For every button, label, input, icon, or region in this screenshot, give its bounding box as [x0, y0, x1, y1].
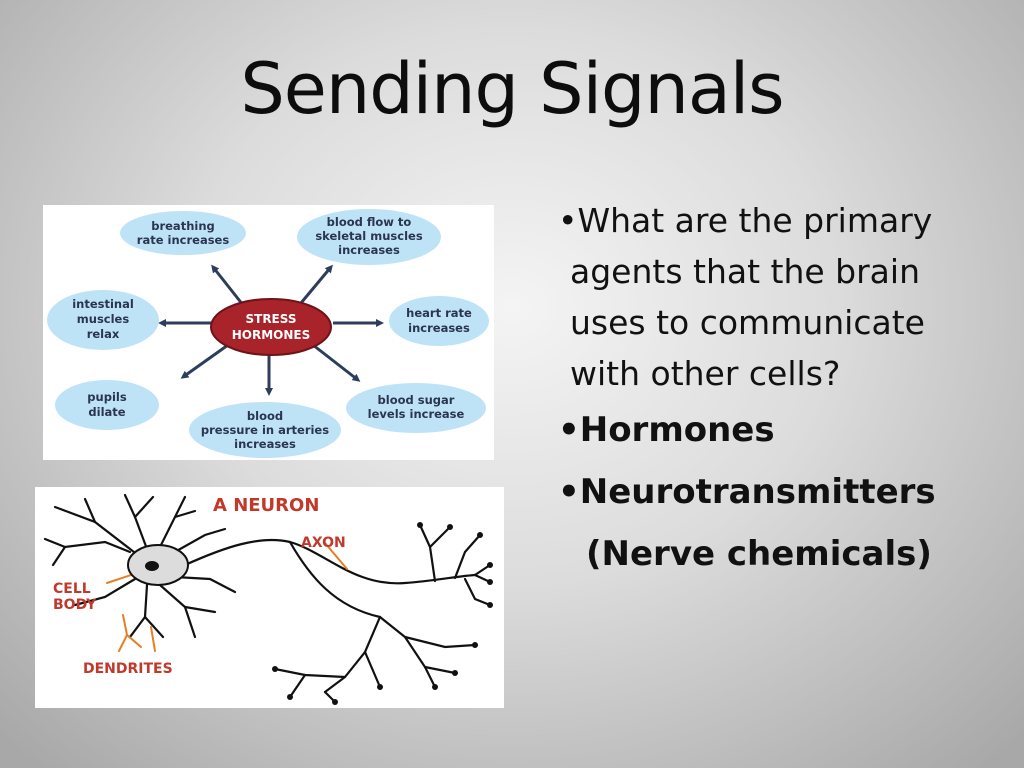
- center-line-1: STRESS: [245, 312, 296, 326]
- neuron-diagram: A NEURON: [35, 487, 504, 708]
- answer-hormones-text: Hormones: [579, 410, 775, 450]
- bullet-list: •What are the primary agents that the br…: [558, 195, 998, 585]
- bullet-marker: •: [558, 472, 580, 512]
- effect-arrows: [158, 264, 384, 396]
- pupils-bubble: [55, 380, 159, 430]
- stress-hormones-center: [210, 298, 332, 356]
- breathing-line-1: breathing: [151, 219, 215, 233]
- answer-hormones: •Hormones: [558, 399, 998, 461]
- blood-sugar-line-1: blood sugar: [378, 393, 455, 407]
- blood-pressure-line-3: increases: [234, 437, 296, 451]
- neuron-title: A NEURON: [213, 495, 319, 516]
- neuron-drawing: [43, 493, 492, 704]
- cell-body-label-2: BODY: [53, 597, 97, 613]
- stress-hormones-diagram: STRESS HORMONES breathing rate increases…: [43, 205, 494, 460]
- blood-flow-line-2: skeletal muscles: [315, 229, 423, 243]
- heart-rate-bubble: [389, 296, 489, 346]
- blood-flow-line-1: blood flow to: [327, 215, 412, 229]
- blood-sugar-bubble: [346, 383, 486, 433]
- intestinal-bubble: [47, 290, 159, 350]
- question-line-4: with other cells?: [570, 354, 841, 393]
- bullet-marker: •: [558, 410, 580, 450]
- breathing-line-2: rate increases: [137, 233, 230, 247]
- heart-rate-line-2: increases: [408, 321, 470, 335]
- question-bullet: •What are the primary: [558, 195, 998, 246]
- pupils-line-1: pupils: [87, 390, 127, 404]
- slide-title: Sending Signals: [240, 48, 784, 130]
- dendrites-label: DENDRITES: [83, 661, 173, 677]
- center-line-2: HORMONES: [232, 328, 311, 342]
- blood-sugar-line-2: levels increase: [368, 407, 465, 421]
- blood-flow-bubble: [297, 209, 441, 265]
- answer-note: (Nerve chemicals): [586, 534, 932, 574]
- question-line-2: agents that the brain: [570, 252, 920, 291]
- answer-neurotransmitters: •Neurotransmitters: [558, 461, 998, 523]
- intestinal-line-1: intestinal: [72, 297, 134, 311]
- pupils-line-2: dilate: [88, 405, 125, 419]
- bullet-marker: •: [558, 201, 578, 240]
- blood-pressure-bubble: [189, 402, 341, 458]
- axon-label: AXON: [301, 535, 346, 551]
- blood-flow-line-3: increases: [338, 243, 400, 257]
- blood-pressure-line-1: blood: [247, 409, 283, 423]
- intestinal-line-2: muscles: [77, 312, 130, 326]
- nucleus: [145, 561, 159, 571]
- question-line-3: uses to communicate: [570, 303, 925, 342]
- answer-neurotransmitters-text: Neurotransmitters: [579, 472, 936, 512]
- blood-pressure-line-2: pressure in arteries: [201, 423, 329, 437]
- intestinal-line-3: relax: [87, 327, 120, 341]
- axon-terminals: [272, 522, 493, 705]
- question-line-1: What are the primary: [577, 201, 933, 240]
- heart-rate-line-1: heart rate: [406, 306, 472, 320]
- breathing-bubble: [120, 211, 246, 255]
- cell-body-label-1: CELL: [53, 581, 91, 597]
